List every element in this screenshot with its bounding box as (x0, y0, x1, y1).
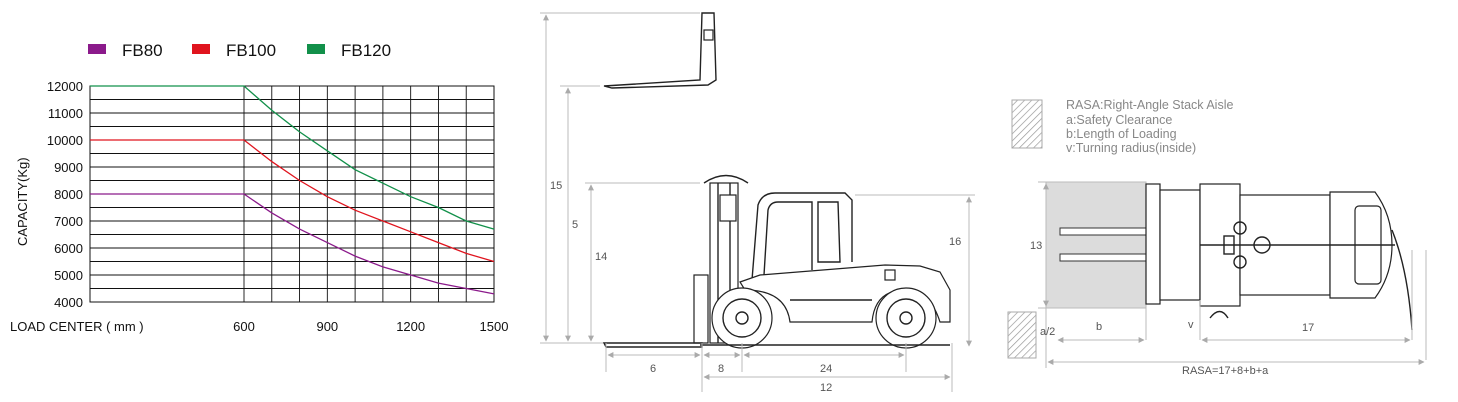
note-v: v:Turning radius(inside) (1066, 141, 1196, 155)
note-b: b:Length of Loading (1066, 127, 1177, 141)
y-tick-labels: 4000 5000 6000 7000 8000 9000 10000 11000 12000 (47, 79, 83, 310)
legend-label-fb80: FB80 (122, 41, 163, 60)
fork-tine (1059, 227, 1151, 236)
x-tick-label: 1500 (480, 319, 509, 334)
hatch-swatch (1011, 99, 1043, 149)
dim-13-label: 13 (1030, 240, 1042, 252)
y-axis-label: CAPACITY(Kg) (15, 157, 30, 246)
chart-legend: FB80 FB100 FB120 (88, 41, 391, 60)
legend-swatch-fb120 (307, 44, 325, 54)
dim-a2-label: a/2 (1040, 326, 1055, 338)
legend-swatch-fb80 (88, 44, 106, 54)
x-tick-label: 600 (233, 319, 255, 334)
y-tick-label: 10000 (47, 133, 83, 148)
y-tick-label: 11000 (48, 106, 83, 121)
series-line-fb120 (90, 85, 495, 230)
y-tick-label: 6000 (54, 241, 83, 256)
load-area (1045, 181, 1147, 309)
y-tick-label: 9000 (54, 160, 83, 175)
x-axis-label: LOAD CENTER ( mm ) (10, 319, 144, 334)
legend-label-fb100: FB100 (226, 41, 276, 60)
dim-8-label: 8 (718, 363, 724, 375)
forklift-drawing (602, 174, 951, 349)
y-tick-label: 7000 (54, 214, 83, 229)
dim-12-label: 12 (820, 382, 832, 394)
dim-b-label: b (1096, 321, 1102, 333)
dim-15-label: 15 (550, 180, 562, 192)
dim-6-label: 6 (650, 363, 656, 375)
dim-24-label: 24 (820, 363, 832, 375)
clearance-hatch (1007, 311, 1037, 359)
y-tick-label: 5000 (54, 268, 83, 283)
dim-v-label: v (1188, 319, 1194, 331)
x-tick-label: 900 (316, 319, 338, 334)
x-tick-labels: 600 900 1200 1500 (233, 319, 508, 334)
chart-series (90, 85, 495, 295)
dim-rasa-label: RASA=17+8+b+a (1182, 365, 1269, 377)
dim-5-label: 5 (572, 219, 578, 231)
forklift-top-view: RASA:Right-Angle Stack Aisle a:Safety Cl… (1007, 98, 1427, 377)
legend-label-fb120: FB120 (341, 41, 391, 60)
dim-17-label: 17 (1302, 322, 1314, 334)
legend-swatch-fb100 (192, 44, 210, 54)
dim-14-label: 14 (595, 251, 607, 263)
note-rasa: RASA:Right-Angle Stack Aisle (1066, 98, 1233, 112)
dim-16-label: 16 (949, 236, 961, 248)
raised-fork-drawing (603, 12, 717, 89)
series-line-fb100 (90, 139, 495, 263)
series-line-fb80 (90, 193, 495, 295)
truck-plan-drawing (1145, 183, 1413, 331)
x-tick-label: 1200 (396, 319, 425, 334)
fork-tine (1059, 253, 1151, 262)
y-tick-label: 4000 (54, 295, 83, 310)
y-tick-label: 8000 (54, 187, 83, 202)
note-a: a:Safety Clearance (1066, 113, 1172, 127)
forklift-side-view: 15 5 14 16 (540, 12, 975, 394)
capacity-chart: FB80 FB100 FB120 4000 5000 6000 7000 8000 9000 1… (10, 41, 508, 334)
y-tick-label: 12000 (47, 79, 83, 94)
